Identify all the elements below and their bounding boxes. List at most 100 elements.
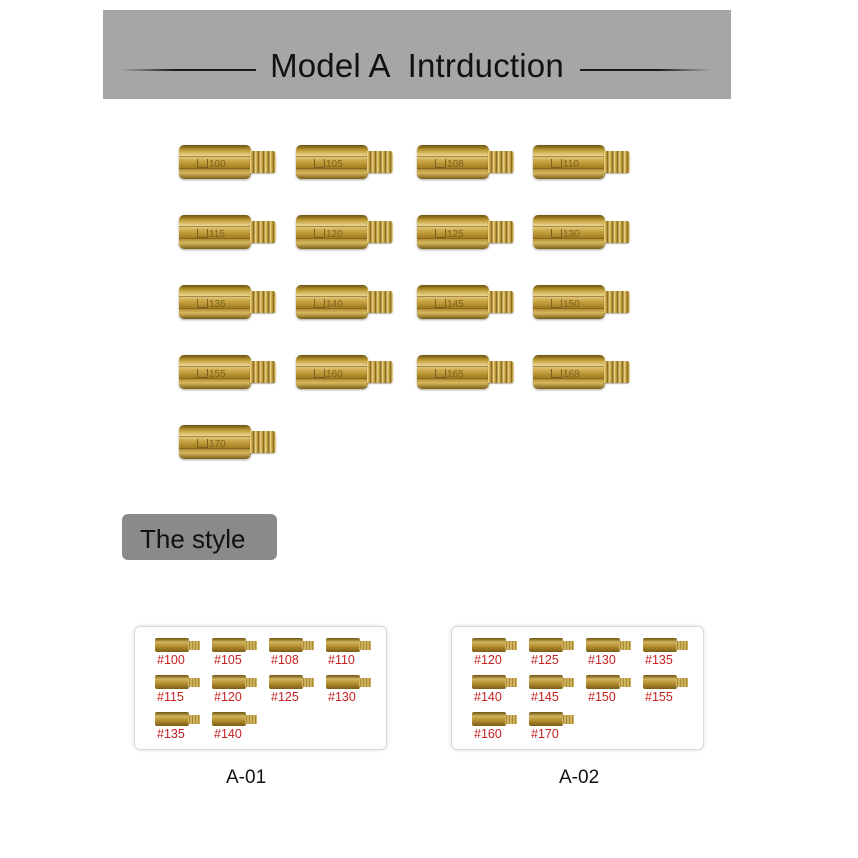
jet-size-text: 165 [447, 369, 464, 380]
page-title: Model A Intrduction [270, 47, 564, 84]
kit-jet-label: #108 [271, 653, 299, 667]
jet-size-mark: 120 [314, 229, 343, 240]
main-jet-110: 110 [533, 141, 633, 185]
jet-size-text: 120 [326, 229, 343, 240]
jet-size-mark: 140 [314, 299, 343, 310]
mini-jet-body [586, 675, 620, 689]
jet-size-text: 145 [447, 299, 464, 310]
jet-thread [250, 151, 276, 173]
main-jet-105: 105 [296, 141, 396, 185]
jet-thread [488, 291, 514, 313]
kit-jet-label: #140 [474, 690, 502, 704]
kit-jet-item: #170 [529, 711, 581, 745]
mini-jet-body [472, 675, 506, 689]
mini-jet-body [472, 638, 506, 652]
main-jet-108: 108 [417, 141, 517, 185]
jet-thread [250, 291, 276, 313]
mini-jet-body [643, 675, 677, 689]
jet-size-text: 100 [209, 159, 226, 170]
jet-size-text: 140 [326, 299, 343, 310]
kit-caption-a01: A-01 [226, 767, 267, 788]
jet-hex-body: 105 [296, 145, 368, 179]
jet-thread [250, 221, 276, 243]
brand-mark-icon [551, 369, 562, 378]
kit-jet-item: #150 [586, 674, 638, 708]
mini-jet-thread [505, 715, 517, 724]
mini-jet-body [212, 638, 246, 652]
main-jet-100: 100 [179, 141, 279, 185]
jet-size-text: 110 [563, 159, 579, 170]
jet-hex-body: 120 [296, 215, 368, 249]
main-jet-160: 160 [296, 351, 396, 395]
jet-hex-body: 115 [179, 215, 251, 249]
main-jet-168: 168 [533, 351, 633, 395]
mini-jet-thread [619, 678, 631, 687]
mini-jet-thread [245, 715, 257, 724]
mini-jet-body [529, 638, 563, 652]
main-jet-140: 140 [296, 281, 396, 325]
mini-jet-body [529, 712, 563, 726]
jet-size-text: 150 [563, 299, 580, 310]
kit-jet-item: #155 [643, 674, 695, 708]
kit-jet-label: #140 [214, 727, 242, 741]
kit-jet-item: #120 [212, 674, 264, 708]
brand-mark-icon [435, 369, 446, 378]
brand-mark-icon [551, 159, 562, 168]
brand-mark-icon [435, 229, 446, 238]
main-jet-155: 155 [179, 351, 279, 395]
jet-size-mark: 145 [435, 299, 464, 310]
kit-jet-label: #105 [214, 653, 242, 667]
main-jet-150: 150 [533, 281, 633, 325]
mini-jet-body [155, 675, 189, 689]
jet-size-text: 125 [447, 229, 464, 240]
jet-thread [604, 221, 630, 243]
style-label-text: The style [140, 524, 246, 554]
jet-size-text: 155 [209, 369, 226, 380]
brand-mark-icon [197, 439, 208, 448]
main-jet-120: 120 [296, 211, 396, 255]
jet-size-text: 170 [209, 439, 226, 450]
kit-jet-item: #130 [586, 637, 638, 671]
jet-size-text: 115 [209, 229, 225, 240]
jet-size-mark: 150 [551, 299, 580, 310]
jet-hex-body: 170 [179, 425, 251, 459]
jet-hex-body: 110 [533, 145, 605, 179]
jet-size-mark: 165 [435, 369, 464, 380]
brand-mark-icon [551, 229, 562, 238]
kit-jet-item: #105 [212, 637, 264, 671]
mini-jet-body [326, 638, 360, 652]
mini-jet-thread [188, 678, 200, 687]
kit-jet-label: #135 [157, 727, 185, 741]
kit-jet-label: #115 [157, 690, 184, 704]
kit-jet-label: #125 [271, 690, 299, 704]
mini-jet-body [472, 712, 506, 726]
mini-jet-thread [302, 678, 314, 687]
mini-jet-thread [245, 641, 257, 650]
jet-hex-body: 135 [179, 285, 251, 319]
jet-hex-body: 100 [179, 145, 251, 179]
mini-jet-body [269, 675, 303, 689]
jet-thread [604, 361, 630, 383]
title-banner: Model A Intrduction [103, 10, 731, 99]
jet-size-text: 168 [563, 369, 580, 380]
kit-jet-item: #135 [155, 711, 207, 745]
mini-jet-body [212, 675, 246, 689]
jet-thread [250, 431, 276, 453]
kit-jet-label: #130 [588, 653, 616, 667]
kit-jet-label: #130 [328, 690, 356, 704]
jet-size-mark: 100 [197, 159, 226, 170]
jet-thread [367, 361, 393, 383]
main-jet-165: 165 [417, 351, 517, 395]
jet-thread [367, 221, 393, 243]
jet-size-text: 108 [447, 159, 464, 170]
main-jet-135: 135 [179, 281, 279, 325]
jet-size-mark: 105 [314, 159, 343, 170]
style-section-label: The style [122, 514, 277, 560]
jet-thread [367, 291, 393, 313]
kit-jet-label: #100 [157, 653, 185, 667]
kit-jet-label: #170 [531, 727, 559, 741]
kit-jet-label: #155 [645, 690, 673, 704]
kit-jet-item: #120 [472, 637, 524, 671]
kit-jet-label: #120 [474, 653, 502, 667]
jet-hex-body: 140 [296, 285, 368, 319]
